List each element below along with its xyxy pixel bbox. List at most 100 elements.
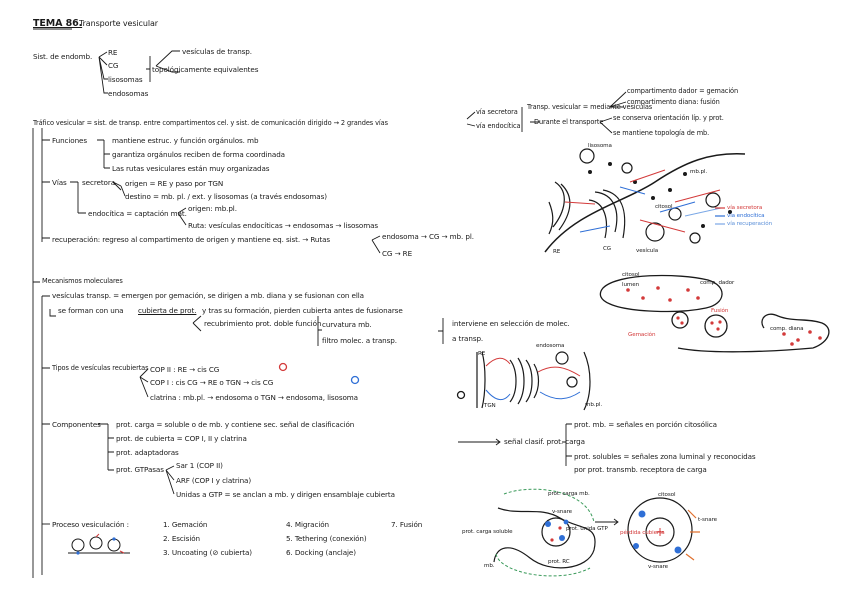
fig4-citosol: citosol — [658, 492, 676, 498]
fig2-lumen: lumen — [622, 282, 640, 288]
fig4-prot-rc: prot. RC — [548, 559, 570, 565]
fig1-lisosoma: lisosoma — [588, 143, 612, 149]
fig3-re: RE — [478, 351, 486, 357]
acceptor-compartment: compartimento diana: fusión — [627, 98, 720, 106]
fig4-t-snare: t-snare — [698, 517, 718, 523]
tipos-label: Tipos de vesículas recubiertas — [52, 364, 149, 372]
fig3-endosoma: endosoma — [536, 343, 565, 349]
comp-adaptadoras: prot. adaptadoras — [116, 448, 179, 457]
step-1: 1. Gemación — [163, 520, 208, 529]
intro-item-cg: CG — [108, 61, 119, 70]
durante-transporte: Durante el transporte — [534, 118, 604, 126]
budding-fusion-figure — [599, 274, 830, 353]
coat-icons — [278, 362, 466, 400]
interviene: interviene en selección de molec. — [452, 319, 570, 328]
via-endocitica: vía endocítica — [476, 122, 521, 130]
comp-sar1: Sar 1 (COP II) — [176, 461, 223, 470]
intro-item-lisosomas: lisosomas — [108, 75, 143, 84]
fig4-prot-carga-soluble: prot. carga soluble — [462, 529, 513, 535]
fig4-v-snare: v-snare — [552, 509, 572, 515]
fig1-vesicula: vesícula — [636, 248, 659, 254]
vias-destino: destino = mb. pl. / ext. y lisosomas (a … — [125, 192, 327, 201]
prot-solubles: prot. solubles = señales zona luminal y … — [574, 452, 756, 461]
fig1-cg: CG — [603, 246, 612, 252]
tipo-copii: COP II : RE → cis CG — [150, 365, 220, 374]
step-4: 4. Migración — [286, 520, 329, 529]
sist-endomb-label: Sist. de endomb. — [33, 52, 93, 61]
golgi-figure — [476, 351, 591, 411]
comp-arf: ARF (COP I y clatrina) — [176, 476, 252, 485]
funcion-1: mantiene estruc. y función orgánulos. mb — [112, 136, 259, 145]
mecanismos-vesic: vesículas transp. = emergen por gemación… — [52, 291, 364, 300]
vias-secretora: secretora — [82, 178, 116, 187]
ruta-endosoma: endosoma → CG → mb. pl. — [382, 232, 474, 241]
topic-title: Transporte vesicular — [79, 19, 158, 28]
prot-mb-senales: prot. mb. = señales en porción citosólic… — [574, 420, 717, 429]
funcion-3: Las rutas vesiculares están muy organiza… — [112, 164, 270, 173]
funcion-2: garantiza orgánulos reciben de forma coo… — [112, 150, 285, 159]
fig2-gemacion: Gemación — [628, 332, 656, 338]
comp-cubierta: prot. de cubierta = COP I, II y clatrina — [116, 434, 247, 443]
fig2-citosol: citosol — [622, 272, 640, 278]
legend-secretora: vía secretora — [727, 205, 763, 211]
fig1-re: RE — [553, 249, 561, 255]
intro-item-endosomas: endosomas — [108, 89, 149, 98]
forman-b: y tras su formación, pierden cubierta an… — [202, 306, 403, 315]
vias-ruta: Ruta: vesículas endocíticas → endosomas … — [188, 221, 379, 230]
vias-label: Vías — [52, 178, 67, 187]
legend-endocitica: vía endocítica — [727, 213, 765, 219]
filtro: filtro molec. a transp. — [322, 336, 397, 345]
mantiene-topologia: se mantiene topología de mb. — [613, 129, 710, 137]
donor-compartment: compartimento dador = gemación — [627, 87, 739, 95]
curvatura: curvatura mb. — [322, 320, 372, 329]
vias-endocitica: endocítica = captación mat. — [88, 209, 187, 218]
vias-origen-mbpl: origen: mb.pl. — [188, 204, 237, 213]
transp-vesicular: Transp. vesicular = mediante vesículas — [527, 103, 653, 111]
fig4-prot-unida-gtp: prot. unida GTP — [566, 526, 608, 532]
step-2: 2. Escisión — [163, 534, 200, 543]
senal-clasif: señal clasif. prot. carga — [504, 437, 585, 446]
vesicles-transport: vesículas de transp. — [182, 47, 252, 56]
forman-a: se forman con una — [58, 306, 124, 315]
topologic-equiv: topológicamente equivalentes — [152, 65, 259, 74]
conserva-orientacion: se conserva orientación líp. y prot. — [613, 114, 724, 122]
comp-gtpasas: prot. GTPasas — [116, 465, 164, 474]
step-7: 7. Fusión — [391, 520, 423, 529]
trafico-def: Tráfico vesicular = sist. de transp. ent… — [33, 119, 388, 127]
intro-item-re: RE — [108, 48, 118, 57]
cell-pathways-figure — [544, 148, 746, 253]
copi-coat-icon — [350, 375, 360, 385]
legend-recuperacion: vía recuperación — [727, 221, 773, 227]
via-secretora: vía secretora — [476, 108, 518, 116]
ruta-cg-re: CG → RE — [382, 249, 413, 258]
proceso-label: Proceso vesiculación : — [52, 520, 129, 529]
step-5: 5. Tethering (conexión) — [286, 534, 367, 543]
funciones-label: Funciones — [52, 136, 88, 145]
copii-coat-icon — [278, 362, 288, 372]
step-3: 3. Uncoating (⊘ cubierta) — [163, 548, 253, 557]
vias-origen: origen = RE y paso por TGN — [125, 179, 224, 188]
a-transp: a transp. — [452, 334, 484, 343]
fig4-v-snare-2: v-snare — [648, 564, 668, 570]
fig4-prot-carga-mb: prot. carga mb. — [548, 491, 590, 497]
fig1-mbpl: mb.pl. — [690, 169, 708, 175]
cubierta-prot: cubierta de prot. — [138, 306, 197, 315]
fig4-perdida-cubierta: pérdida cubierta — [620, 530, 665, 536]
fig2-fusion: Fusión — [711, 308, 729, 314]
comp-carga: prot. carga = soluble o de mb. y contien… — [116, 420, 355, 429]
fusion-detail-figure — [493, 488, 700, 577]
step-6: 6. Docking (anclaje) — [286, 548, 356, 557]
tipo-clatrina: clatrina : mb.pl. → endosoma o TGN → end… — [150, 393, 358, 402]
fig2-comp-dador: comp. dador — [700, 280, 735, 286]
vias-recuperacion: recuperación: regreso al compartimento d… — [52, 235, 331, 244]
topic-number: TEMA 86. — [33, 18, 83, 29]
componentes-label: Componentes — [52, 420, 101, 429]
fig4-mb: mb. — [484, 563, 495, 569]
fig1-citosol: citosol — [655, 204, 673, 210]
vesicle-process-mini — [68, 533, 130, 555]
fig2-comp-diana: comp. diana — [770, 326, 804, 332]
tipo-copi: COP I : cis CG → RE o TGN → cis CG — [150, 378, 274, 387]
comp-unidas: Unidas a GTP = se anclan a mb. y dirigen… — [176, 490, 395, 499]
fig3-tgn: TGN — [484, 403, 496, 409]
